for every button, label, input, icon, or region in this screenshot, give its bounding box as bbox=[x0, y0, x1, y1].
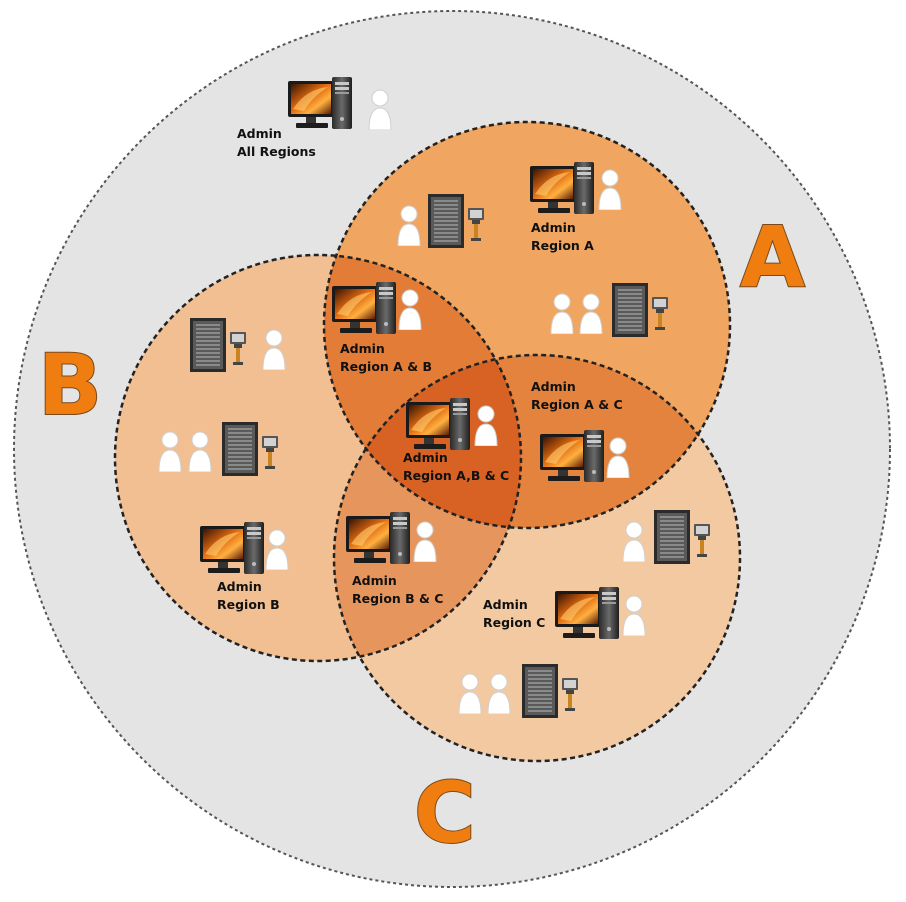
label-c-line1: Admin bbox=[483, 597, 528, 612]
label-all-line1: Admin bbox=[237, 126, 282, 141]
label-abc-line1: Admin bbox=[403, 450, 448, 465]
label-ab-line2: Region A & B bbox=[340, 359, 432, 374]
label-b-line1: Admin bbox=[217, 579, 262, 594]
region-c-outline bbox=[332, 353, 742, 763]
label-ac-line1: Admin bbox=[531, 379, 576, 394]
label-a-line2: Region A bbox=[531, 238, 594, 253]
region-b-outline bbox=[113, 253, 523, 663]
region-a-outline bbox=[322, 120, 732, 530]
region-b-letter: B bbox=[38, 336, 102, 434]
label-abc-line2: Region A,B & C bbox=[403, 468, 509, 483]
region-a-letter: A bbox=[740, 208, 805, 306]
region-c-circle bbox=[334, 355, 740, 761]
region-c-letter: C bbox=[414, 764, 476, 862]
label-bc-line1: Admin bbox=[352, 573, 397, 588]
label-bc-line2: Region B & C bbox=[352, 591, 443, 606]
label-a-line1: Admin bbox=[531, 220, 576, 235]
label-c-line2: Region C bbox=[483, 615, 545, 630]
label-ac-line2: Region A & C bbox=[531, 397, 623, 412]
label-ab-line1: Admin bbox=[340, 341, 385, 356]
label-all-line2: All Regions bbox=[237, 144, 316, 159]
label-b-line2: Region B bbox=[217, 597, 280, 612]
